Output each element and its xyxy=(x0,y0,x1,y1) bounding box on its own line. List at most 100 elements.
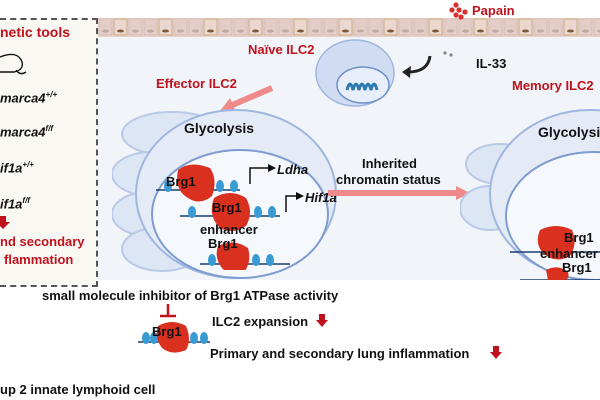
cell-nucleus xyxy=(477,29,484,33)
papain-label: Papain xyxy=(472,3,515,18)
mouse-icon xyxy=(0,53,27,75)
epithelium xyxy=(98,18,600,37)
genotype-3: if1a+/+ xyxy=(0,160,34,176)
inflammation-label: Primary and secondary lung inflammation xyxy=(210,346,470,361)
effector-ilc2-label: Effector ILC2 xyxy=(156,76,237,91)
epithelial-cell xyxy=(533,18,548,36)
epithelial-cell xyxy=(398,18,413,36)
effector-nucleus-title: Glycolysis xyxy=(184,120,255,136)
cell-nucleus xyxy=(207,29,214,33)
memory-ilc2-label: Memory ILC2 xyxy=(512,78,594,93)
cell-nucleus xyxy=(522,29,529,33)
cell-nucleus xyxy=(132,29,139,33)
epithelial-cell xyxy=(233,18,248,36)
epithelial-cell xyxy=(128,18,143,36)
effector-brg1-2: Brg1 xyxy=(212,200,242,215)
il33-arrow-icon xyxy=(402,55,432,78)
epithelial-cell xyxy=(293,18,308,36)
cell-nucleus xyxy=(297,29,304,33)
brg1-dna-icon xyxy=(138,322,210,353)
cell-nucleus xyxy=(102,29,109,33)
cell-nucleus xyxy=(567,29,574,33)
epithelial-cell xyxy=(353,18,368,36)
cell-nucleus xyxy=(282,29,289,33)
cell-nucleus xyxy=(267,29,274,33)
ilc2-expansion-label: ILC2 expansion xyxy=(212,314,309,329)
epithelial-cell xyxy=(218,18,233,36)
epithelial-cell xyxy=(413,18,428,36)
cell-nucleus xyxy=(597,29,600,33)
effector-chromatin xyxy=(156,164,304,270)
brg1-protein-shapes xyxy=(177,164,250,270)
cell-nucleus xyxy=(552,29,559,33)
cell-nucleus xyxy=(117,29,124,33)
cell-nucleus xyxy=(492,29,499,33)
naive-ilc2-cell xyxy=(315,39,395,107)
genotype-2: marca4f/f xyxy=(0,124,54,140)
epithelial-cell xyxy=(278,18,293,36)
outcome-line1: nd secondary xyxy=(0,234,85,249)
cell-nucleus xyxy=(162,29,169,33)
epithelial-cell xyxy=(488,18,503,36)
outcome-line2: flammation xyxy=(4,252,74,267)
transition-line1: Inherited xyxy=(362,156,417,171)
cell-nucleus xyxy=(372,29,379,33)
memory-brg1-1: Brg1 xyxy=(564,230,594,245)
epithelial-cell xyxy=(548,18,563,36)
down-arrow-icon xyxy=(316,314,328,327)
epithelial-cell xyxy=(338,18,353,36)
memory-brg1-2: Brg1 xyxy=(562,260,592,275)
memory-enhancer: enhancer xyxy=(540,246,598,261)
down-arrow-icon xyxy=(490,346,502,359)
memory-nucleus-title: Glycolysis xyxy=(538,124,600,140)
epithelial-cell xyxy=(203,18,218,36)
memory-ilc2-cell xyxy=(460,109,600,280)
cell-nucleus xyxy=(432,29,439,33)
inhibitor-label: small molecule inhibitor of Brg1 ATPase … xyxy=(42,288,339,303)
cell-nucleus xyxy=(537,29,544,33)
transition-line2: chromatin status xyxy=(336,172,441,187)
il33-label: IL-33 xyxy=(476,56,507,71)
epithelial-cell xyxy=(368,18,383,36)
epithelial-cell xyxy=(383,18,398,36)
cell-nucleus xyxy=(582,29,589,33)
cell-nucleus xyxy=(462,29,469,33)
cell-nucleus xyxy=(327,29,334,33)
cell-nucleus xyxy=(177,29,184,33)
cell-nucleus xyxy=(312,29,319,33)
inhibition-icon xyxy=(160,304,176,318)
epithelial-cell xyxy=(248,18,263,36)
naive-ilc2-label: Naïve ILC2 xyxy=(248,42,315,57)
down-arrow-icon xyxy=(0,216,10,229)
epithelial-cell xyxy=(323,18,338,36)
cell-nucleus xyxy=(252,29,259,33)
abbreviation-footnote: up 2 innate lymphoid cell xyxy=(0,382,156,397)
cell-nucleus xyxy=(147,29,154,33)
epithelial-cell xyxy=(308,18,323,36)
cell-nucleus xyxy=(237,29,244,33)
cell-nucleus xyxy=(417,29,424,33)
bottom-brg1: Brg1 xyxy=(152,324,182,339)
epithelial-cell xyxy=(563,18,578,36)
cell-nucleus xyxy=(342,29,349,33)
effector-enhancer: enhancer xyxy=(200,222,258,237)
papain-icon xyxy=(449,2,468,20)
genotype-1: marca4+/+ xyxy=(0,90,58,106)
epithelial-cell xyxy=(518,18,533,36)
epithelial-cell xyxy=(503,18,518,36)
epithelial-cell xyxy=(143,18,158,36)
cell-nucleus xyxy=(357,29,364,33)
il33-dots-icon xyxy=(443,51,453,57)
ldha-gene: Ldha xyxy=(277,162,309,177)
cell-nucleus xyxy=(222,29,229,33)
genetic-tools-panel: netic tools marca4+/+ marca4f/f if1a+/+ … xyxy=(0,18,98,287)
epithelial-cell xyxy=(263,18,278,36)
epithelial-cell xyxy=(473,18,488,36)
epithelial-cell xyxy=(593,18,600,36)
epithelial-cell xyxy=(173,18,188,36)
epithelial-cell xyxy=(113,18,128,36)
cell-nucleus xyxy=(387,29,394,33)
genotype-4: if1af/f xyxy=(0,196,30,212)
cell-nucleus xyxy=(402,29,409,33)
epithelial-cell xyxy=(428,18,443,36)
